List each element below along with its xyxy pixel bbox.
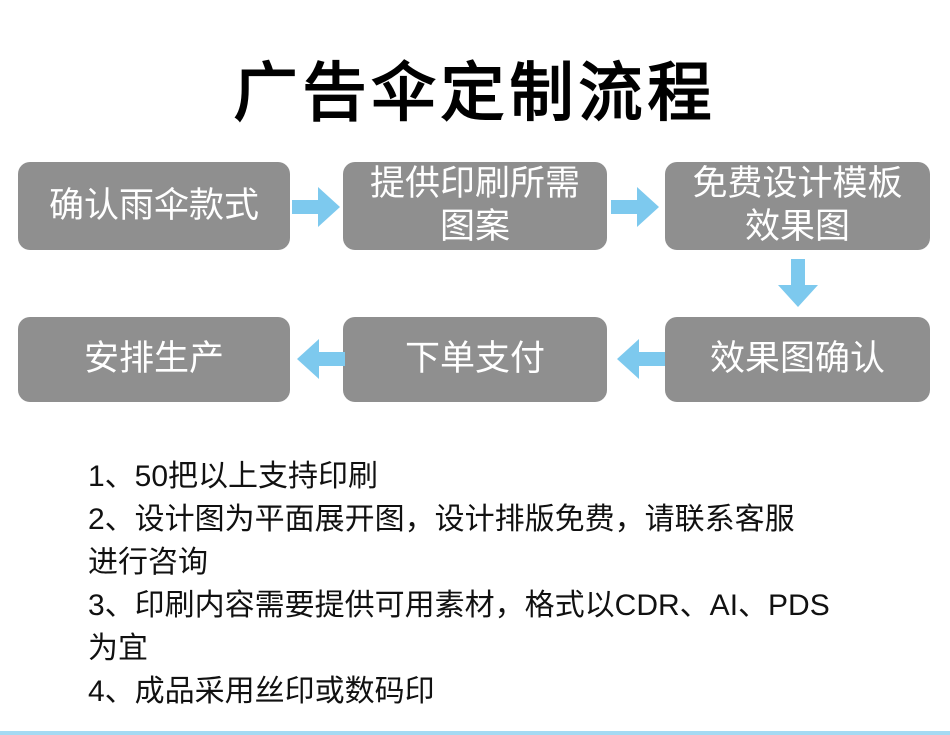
note-item-3: 3、印刷内容需要提供可用素材，格式以CDR、AI、PDS 为宜 [88,589,830,665]
bottom-divider [0,731,950,735]
arrow-right-icon [611,185,659,229]
flow-step-arrange-production: 安排生产 [18,317,290,402]
notes-list: 1、50把以上支持印刷 2、设计图为平面展开图，设计排版免费，请联系客服 进行咨… [88,455,888,713]
arrow-left-icon [297,337,345,381]
arrow-left-icon [617,337,665,381]
flow-step-confirm-rendering: 效果图确认 [665,317,930,402]
note-item-4: 4、成品采用丝印或数码印 [88,675,435,708]
note-item-1: 1、50把以上支持印刷 [88,460,379,493]
flow-step-provide-print-artwork: 提供印刷所需 图案 [343,162,607,250]
arrow-down-icon [776,259,820,307]
flow-step-confirm-umbrella-style: 确认雨伞款式 [18,162,290,250]
note-item-2: 2、设计图为平面展开图，设计排版免费，请联系客服 进行咨询 [88,503,795,579]
arrow-right-icon [292,185,340,229]
flow-step-free-design-template: 免费设计模板 效果图 [665,162,930,250]
flow-step-order-and-pay: 下单支付 [343,317,607,402]
page-title: 广告伞定制流程 [233,58,717,129]
